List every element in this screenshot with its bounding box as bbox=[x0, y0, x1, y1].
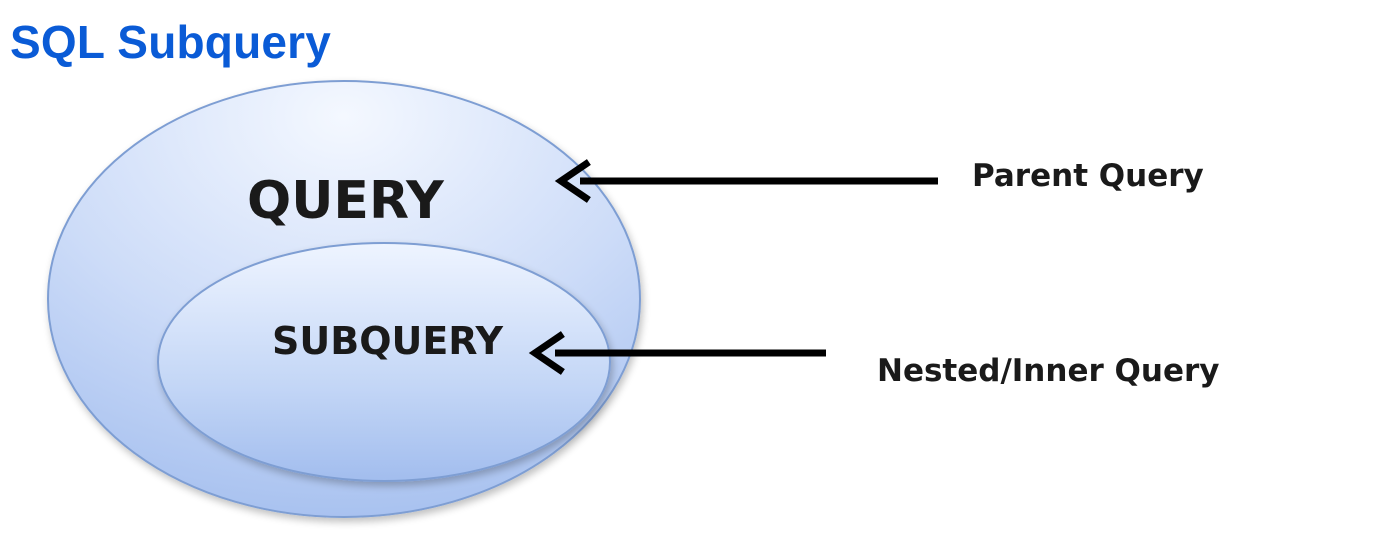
query-label: QUERY bbox=[247, 171, 445, 231]
parent-query-label: Parent Query bbox=[972, 158, 1204, 194]
nested-query-arrow bbox=[528, 331, 826, 375]
nested-inner-query-label: Nested/Inner Query bbox=[877, 353, 1220, 389]
subquery-label: SUBQUERY bbox=[272, 319, 503, 363]
inner-subquery-ellipse bbox=[157, 242, 611, 482]
page-title: SQL Subquery bbox=[10, 16, 332, 68]
parent-query-arrow bbox=[554, 159, 938, 203]
